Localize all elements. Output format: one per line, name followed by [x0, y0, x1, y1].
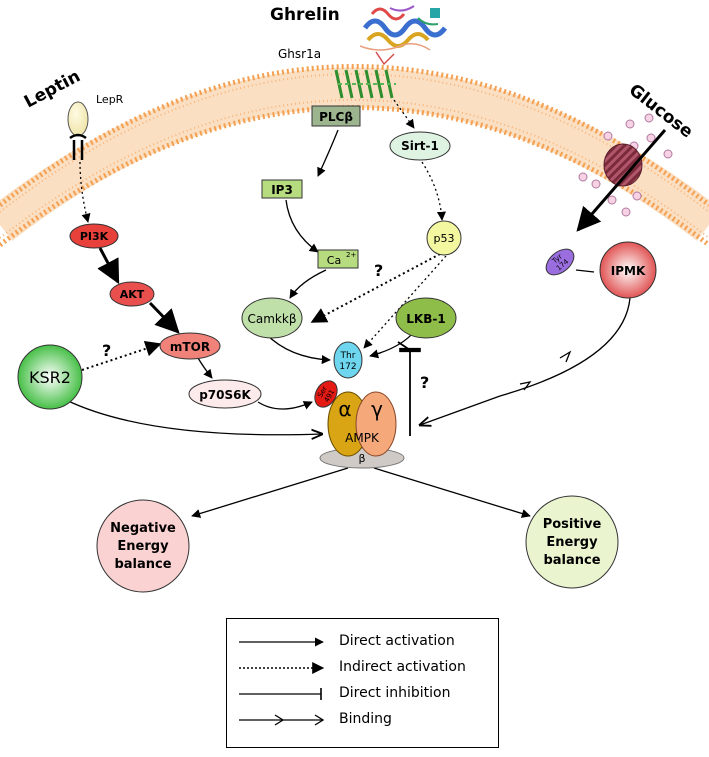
thr172-site	[333, 341, 363, 379]
legend-row-direct-activation: Direct activation	[227, 631, 498, 653]
plcb-node	[311, 105, 361, 127]
ampk-alpha-label: α	[338, 397, 351, 421]
glucose-transporter-channel	[603, 143, 643, 187]
ksr2-to-mtor-arrow	[81, 340, 162, 371]
ghrelin-protein-structure	[359, 5, 448, 66]
ipmk-ampk-binding	[420, 297, 631, 425]
lepr-to-pi3k-arrow	[79, 161, 91, 223]
ampk-to-positive-arrow	[373, 467, 531, 518]
ipmk-ampk-binding-mid2	[519, 381, 532, 391]
mtor-label: mTOR	[170, 340, 210, 354]
legend-row-binding: Binding	[227, 709, 498, 731]
sirt1-node	[389, 131, 451, 161]
lepr-label: LepR	[96, 93, 124, 106]
negative-label-3: balance	[114, 557, 171, 572]
ksr2-mtor-unknown-mark: ?	[102, 341, 111, 360]
direct-inhibition-symbol	[239, 688, 322, 700]
p53-to-camkkb-arrow	[310, 253, 441, 323]
ksr2-node	[17, 344, 83, 410]
negative-label-2: Energy	[117, 539, 169, 554]
calcium-charge-label: 2+	[346, 251, 356, 259]
mtor-node	[159, 332, 221, 360]
ipmk-label: IPMK	[611, 264, 646, 278]
calcium-label: Ca	[327, 254, 341, 267]
plcb-to-ip3-arrow	[317, 129, 339, 177]
positive-energy-balance-node	[525, 495, 619, 589]
glucose-to-tyr174-arrow	[576, 129, 667, 232]
p70s6k-label: p70S6K	[199, 388, 251, 402]
lkb1-to-thr172-arrow	[369, 331, 415, 359]
ampk-complex: β α γ AMPK	[319, 391, 405, 469]
thr172-label-b: 172	[339, 362, 356, 372]
ca-to-camkkb-arrow	[289, 269, 327, 299]
pi3k-to-akt-arrow	[97, 247, 120, 285]
ip3-label: IP3	[271, 183, 293, 197]
legend-label-binding: Binding	[339, 711, 392, 727]
legend-label-indirect-activation: Indirect activation	[339, 659, 466, 675]
lkb1-node	[395, 297, 457, 339]
ampk-gamma-subunit	[355, 391, 397, 457]
indirect-activation-symbol	[239, 662, 325, 674]
p70s6k-to-ser491-arrow	[257, 401, 313, 410]
ampk-to-negative-arrow	[191, 467, 349, 518]
tyr174-ipmk-link	[575, 269, 595, 273]
positive-label-1: Positive	[543, 517, 602, 532]
plcb-label: PLCβ	[319, 110, 353, 124]
positive-label-2: Energy	[546, 535, 598, 550]
ipmk-node	[599, 241, 657, 299]
camkkb-node	[241, 297, 303, 339]
pathway-edges	[65, 99, 631, 518]
ampk-gamma-label: γ	[371, 397, 383, 421]
negative-energy-balance-node	[96, 499, 190, 593]
lkb1-inhibition-bar	[397, 341, 411, 351]
positive-label-3: balance	[543, 553, 600, 568]
ksr2-ampk-binding	[65, 399, 322, 435]
camkkb-label: Camkkβ	[248, 312, 297, 326]
sirt1-label: Sirt-1	[401, 139, 439, 153]
ampk-label: AMPK	[345, 431, 380, 445]
binding-symbol	[239, 714, 325, 726]
p70s6k-node	[188, 379, 262, 409]
legend-row-indirect-activation: Indirect activation	[227, 657, 498, 679]
akt-label: AKT	[120, 288, 145, 301]
lepr-receptor	[67, 101, 89, 160]
legend-row-direct-inhibition: Direct inhibition	[227, 683, 498, 705]
direct-activation-symbol	[239, 637, 324, 647]
tyr174-site: Tyr 174	[545, 248, 575, 276]
sirt1-to-p53-arrow	[421, 161, 446, 221]
legend-label-direct-activation: Direct activation	[339, 633, 455, 649]
legend-label-direct-inhibition: Direct inhibition	[339, 685, 451, 701]
thr172-label-a: Thr	[340, 351, 356, 361]
p53-camkk-unknown-mark: ?	[374, 261, 383, 280]
p53-label: p53	[434, 232, 455, 245]
negative-label-1: Negative	[110, 521, 176, 536]
akt-node	[109, 281, 155, 307]
pi3k-node	[69, 223, 119, 249]
lkb1-label: LKB-1	[406, 312, 445, 326]
ip3-to-ca-arrow	[285, 199, 319, 253]
calcium-node	[317, 249, 359, 269]
pi3k-label: PI3K	[80, 230, 109, 243]
ser491-site: Ser 491	[314, 380, 338, 408]
lkb1-inhibition-unknown-mark: ?	[420, 373, 429, 392]
ip3-node	[261, 179, 303, 199]
ampk-beta-label: β	[358, 452, 365, 465]
ghsr1a-label: Ghsr1a	[278, 47, 321, 61]
ghsr1a-receptor	[334, 69, 396, 99]
ksr2-label: KSR2	[29, 368, 71, 387]
mtor-to-p70s6k-arrow	[197, 357, 213, 379]
ipmk-ampk-binding-mid	[559, 350, 572, 363]
ghsr1a-to-sirt1-arrow	[393, 99, 415, 129]
p53-to-thr172-arrow	[363, 255, 447, 349]
legend-box: Direct activation Indirect activation Di…	[226, 618, 499, 748]
ghrelin-label: Ghrelin	[270, 5, 340, 25]
akt-to-mtor-arrow	[148, 301, 180, 334]
p53-node	[426, 220, 462, 256]
